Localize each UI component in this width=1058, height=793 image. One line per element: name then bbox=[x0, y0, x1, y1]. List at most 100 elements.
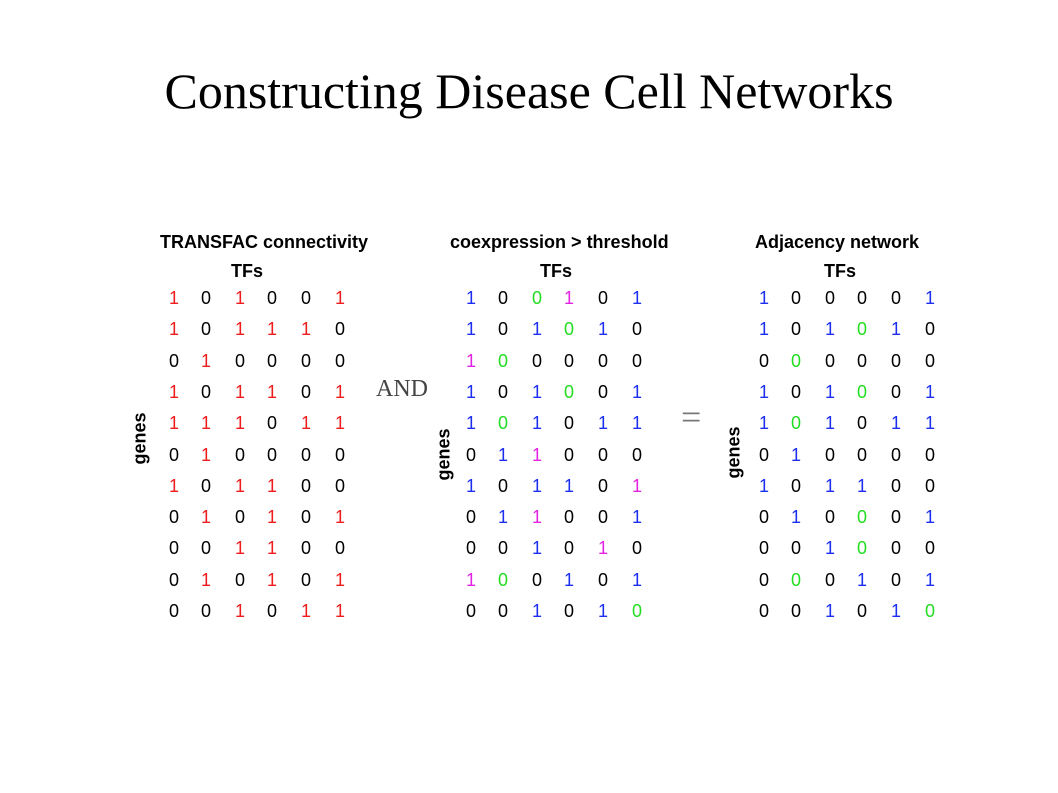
matrix-cell: 1 bbox=[334, 569, 345, 590]
matrix-cell: 1 bbox=[234, 413, 245, 434]
matrix-cell: 0 bbox=[531, 569, 542, 590]
matrix-cell: 1 bbox=[200, 507, 211, 528]
matrix-cell: 0 bbox=[168, 350, 179, 371]
matrix-cell: 0 bbox=[758, 569, 769, 590]
matrix-cell: 1 bbox=[631, 413, 642, 434]
matrix-cell: 0 bbox=[790, 601, 801, 621]
matrix-label-coexpression: coexpression > threshold bbox=[450, 232, 669, 252]
matrix-cell: 1 bbox=[531, 475, 542, 496]
matrix-cell: 0 bbox=[266, 413, 277, 434]
matrix-cell: 1 bbox=[824, 381, 835, 402]
matrix-cell: 1 bbox=[824, 475, 835, 496]
matrix-cell: 1 bbox=[300, 601, 311, 621]
matrix-cell: 1 bbox=[266, 381, 277, 402]
matrix-cell: 0 bbox=[497, 319, 508, 340]
matrix-cell: 0 bbox=[758, 507, 769, 528]
matrix-cell: 1 bbox=[924, 413, 935, 434]
matrix-cell: 1 bbox=[497, 507, 508, 528]
matrix-cell: 1 bbox=[856, 569, 867, 590]
matrix-cell: 0 bbox=[824, 350, 835, 371]
matrix-cell: 0 bbox=[758, 350, 769, 371]
matrix-cell: 1 bbox=[334, 507, 345, 528]
matrix-tfs-label-transfac: TFs bbox=[231, 261, 264, 281]
matrix-cell: 1 bbox=[531, 538, 542, 559]
matrix-cell: 1 bbox=[334, 413, 345, 434]
matrix-cell: 0 bbox=[497, 350, 508, 371]
matrix-cell: 0 bbox=[266, 444, 277, 465]
matrix-cell: 1 bbox=[200, 413, 211, 434]
matrix-cell: 1 bbox=[266, 475, 277, 496]
matrix-cell: 1 bbox=[631, 288, 642, 308]
matrix-cell: 0 bbox=[563, 538, 574, 559]
matrix-cell: 1 bbox=[531, 381, 542, 402]
matrix-cell: 1 bbox=[168, 381, 179, 402]
matrix-cell: 1 bbox=[234, 601, 245, 621]
matrix-cell: 0 bbox=[497, 381, 508, 402]
matrix-cell: 1 bbox=[890, 319, 901, 340]
matrix-cell: 0 bbox=[334, 444, 345, 465]
matrix-cell: 0 bbox=[563, 507, 574, 528]
matrix-cell: 0 bbox=[631, 601, 642, 621]
matrix-cell: 1 bbox=[597, 413, 608, 434]
matrix-cell: 1 bbox=[790, 444, 801, 465]
matrix-cell: 0 bbox=[790, 381, 801, 402]
matrix-cell: 0 bbox=[924, 601, 935, 621]
matrix-cell: 0 bbox=[334, 475, 345, 496]
matrix-cell: 0 bbox=[890, 350, 901, 371]
matrix-cell: 0 bbox=[334, 350, 345, 371]
matrix-cell: 0 bbox=[465, 601, 476, 621]
matrix-cell: 0 bbox=[200, 538, 211, 559]
matrix-cell: 1 bbox=[563, 569, 574, 590]
matrix-cell: 0 bbox=[790, 319, 801, 340]
matrix-tfs-label-adjacency: TFs bbox=[824, 261, 857, 281]
matrix-cell: 1 bbox=[200, 350, 211, 371]
matrix-cell: 1 bbox=[168, 319, 179, 340]
matrix-cell: 0 bbox=[890, 381, 901, 402]
matrix-cell: 0 bbox=[890, 507, 901, 528]
matrix-cell: 0 bbox=[758, 601, 769, 621]
matrix-label-adjacency: Adjacency network bbox=[755, 232, 920, 252]
matrix-cell: 1 bbox=[168, 413, 179, 434]
matrix-cell: 1 bbox=[497, 444, 508, 465]
matrix-cell: 0 bbox=[465, 507, 476, 528]
matrix-cell: 1 bbox=[631, 507, 642, 528]
matrix-cell: 0 bbox=[924, 538, 935, 559]
matrix-cell: 0 bbox=[168, 569, 179, 590]
matrix-cell: 1 bbox=[597, 538, 608, 559]
matrix-tfs-label-coexpression: TFs bbox=[540, 261, 573, 281]
matrix-cell: 1 bbox=[758, 381, 769, 402]
matrix-cell: 0 bbox=[300, 381, 311, 402]
matrix-cell: 0 bbox=[334, 538, 345, 559]
matrix-cell: 0 bbox=[856, 444, 867, 465]
matrix-cell: 0 bbox=[924, 319, 935, 340]
matrix-cell: 1 bbox=[924, 569, 935, 590]
matrix-cell: 0 bbox=[497, 475, 508, 496]
matrix-cell: 0 bbox=[824, 288, 835, 308]
matrix-cell: 1 bbox=[200, 569, 211, 590]
matrix-cell: 1 bbox=[334, 288, 345, 308]
matrix-cell: 0 bbox=[597, 444, 608, 465]
matrix-cell: 0 bbox=[890, 475, 901, 496]
matrix-cell: 1 bbox=[824, 413, 835, 434]
matrix-genes-label-adjacency: genes bbox=[723, 426, 744, 479]
matrix-cell: 1 bbox=[758, 319, 769, 340]
matrix-cell: 0 bbox=[890, 569, 901, 590]
matrix-cell: 1 bbox=[266, 507, 277, 528]
matrix-cell: 1 bbox=[890, 413, 901, 434]
matrix-cell: 0 bbox=[563, 350, 574, 371]
matrix-cell: 0 bbox=[200, 288, 211, 308]
matrix-cell: 0 bbox=[168, 507, 179, 528]
matrix-cell: 0 bbox=[924, 475, 935, 496]
matrix-cell: 0 bbox=[631, 350, 642, 371]
matrix-cell: 0 bbox=[300, 538, 311, 559]
matrix-cell: 0 bbox=[300, 507, 311, 528]
matrix-cell: 1 bbox=[300, 319, 311, 340]
matrix-cell: 0 bbox=[266, 350, 277, 371]
matrix-cell: 0 bbox=[497, 288, 508, 308]
matrix-cell: 0 bbox=[563, 444, 574, 465]
matrix-cell: 1 bbox=[824, 538, 835, 559]
matrix-cell: 0 bbox=[234, 569, 245, 590]
matrix-cell: 0 bbox=[563, 381, 574, 402]
matrix-cell: 0 bbox=[924, 444, 935, 465]
matrix-cell: 1 bbox=[465, 350, 476, 371]
